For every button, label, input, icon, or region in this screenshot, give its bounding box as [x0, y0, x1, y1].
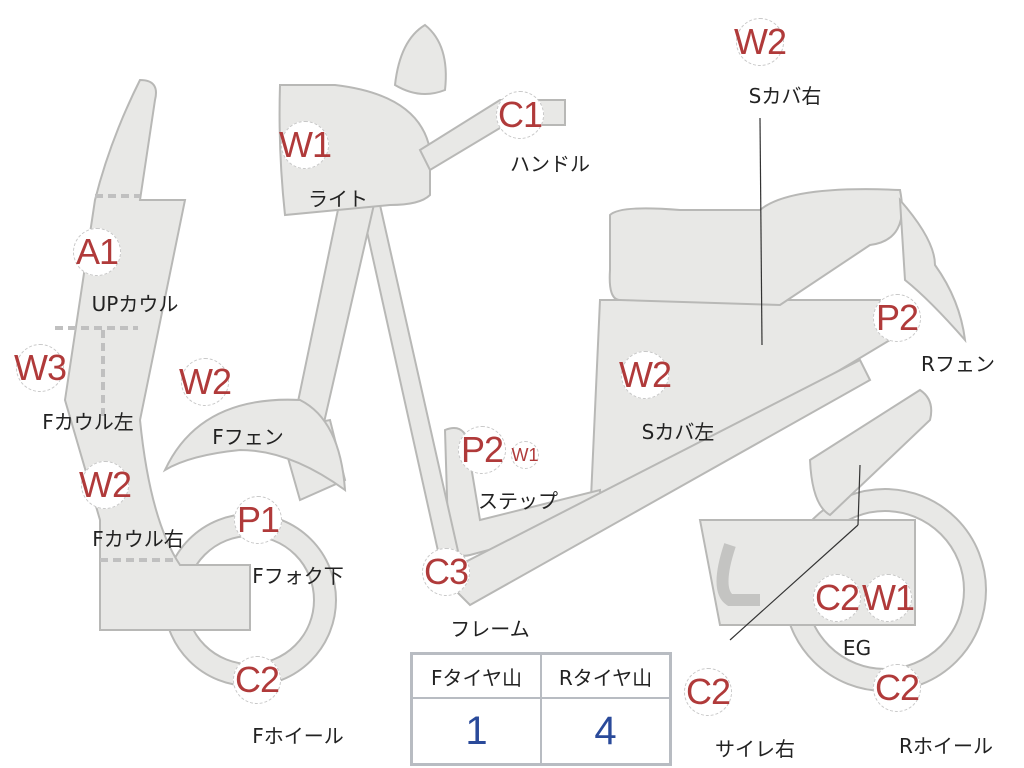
part-label: Fカウル左: [42, 410, 134, 434]
part-label: EG: [842, 636, 872, 660]
part-label: ライト: [308, 187, 368, 211]
condition-code-badge: C3: [422, 548, 470, 596]
part-label: Rフェン: [921, 352, 995, 376]
condition-code-badge: W2: [619, 351, 672, 399]
part-label: Fホイール: [252, 724, 344, 748]
condition-code-badge: P2: [458, 426, 506, 474]
part-label: サイレ右: [715, 737, 795, 761]
part-label: Fフォク下: [252, 564, 344, 588]
part-label: フレーム: [450, 617, 530, 641]
condition-code-badge: P1: [234, 496, 282, 544]
condition-code-badge: C1: [496, 91, 544, 139]
part-label: Sカバ右: [748, 84, 822, 108]
part-label: Sカバ左: [641, 420, 715, 444]
condition-code-badge: W3: [14, 344, 67, 392]
condition-code-badge: W1: [862, 574, 915, 622]
condition-code-badge: C2: [873, 664, 921, 712]
part-label: Fカウル右: [92, 527, 184, 551]
condition-code-badge: P2: [873, 294, 921, 342]
condition-code-badge: W1: [279, 121, 332, 169]
condition-code-badge: W2: [79, 461, 132, 509]
condition-code-badge: C2: [813, 574, 861, 622]
condition-code-badge: W2: [734, 18, 787, 66]
part-label: UPカウル: [91, 292, 179, 316]
part-label: ステップ: [478, 489, 558, 513]
condition-code-badge: C2: [233, 656, 281, 704]
rear-tire-value: 4: [540, 697, 672, 766]
part-label: Fフェン: [212, 425, 284, 449]
front-tire-header: Fタイヤ山: [410, 652, 542, 699]
part-label: Rホイール: [899, 734, 993, 758]
condition-code-badge-small: W1: [511, 441, 539, 469]
rear-tire-header: Rタイヤ山: [540, 652, 672, 699]
part-label: ハンドル: [510, 152, 590, 176]
condition-code-badge: W2: [179, 358, 232, 406]
condition-code-badge: A1: [73, 228, 121, 276]
tire-tread-table: Fタイヤ山 Rタイヤ山 1 4: [410, 652, 672, 766]
condition-code-badge: C2: [684, 668, 732, 716]
front-tire-value: 1: [410, 697, 542, 766]
